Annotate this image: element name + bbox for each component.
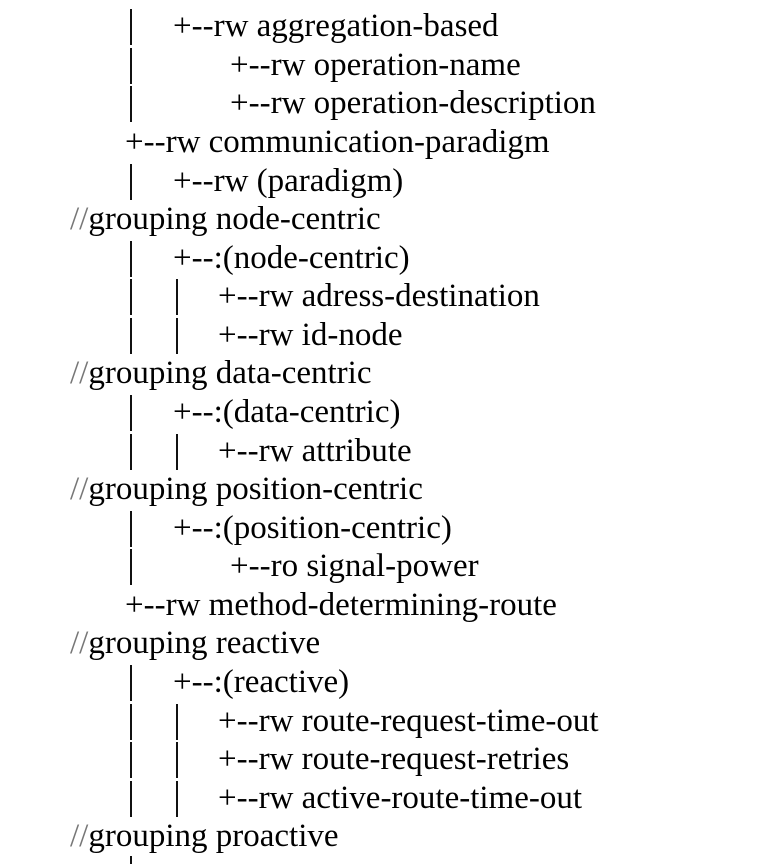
comment-prefix: // [70,625,89,661]
grouping-comment: //grouping position-centric [70,470,423,508]
tree-node: +--rw active-route-time-out [218,780,583,816]
tree-branch-line [130,704,132,740]
tree-branch-line [130,318,132,354]
tree-node: +--:(node-centric) [173,240,410,276]
tree-branch-line [130,511,132,547]
comment-prefix: // [70,201,89,237]
grouping-comment: //grouping node-centric [70,200,381,238]
tree-branch-line [130,395,132,431]
tree-node: +--:(position-centric) [173,510,452,546]
tree-node: +--:(reactive) [173,664,350,700]
tree-branch-line [130,48,132,84]
tree-branch-line [130,86,132,122]
tree-branch-line [130,781,132,817]
tree-branch-line [176,318,178,354]
comment-prefix: // [70,355,89,391]
tree-node: +--rw operation-name [230,47,521,83]
tree-node: +--ro signal-power [230,548,479,584]
tree-node: +--rw adress-destination [218,278,540,314]
tree-node: +--rw attribute [218,433,412,469]
tree-node: +--rw operation-description [230,85,596,121]
tree-branch-line [130,549,132,585]
comment-prefix: // [70,818,89,854]
tree-node: +--rw aggregation-based [173,8,499,44]
grouping-name: grouping proactive [88,818,339,854]
tree-branch-line [176,704,178,740]
tree-branch-line [176,742,178,778]
tree-node: +--rw route-request-retries [218,741,570,777]
tree-branch-line [130,241,132,277]
tree-branch-line [176,279,178,315]
grouping-comment: //grouping data-centric [70,354,371,392]
tree-node: +--rw method-determining-route [125,587,557,623]
tree-branch-line [130,856,132,864]
grouping-name: grouping position-centric [88,471,423,507]
tree-node: +--rw (paradigm) [173,163,404,199]
grouping-name: grouping node-centric [88,201,381,237]
tree-branch-line [130,279,132,315]
grouping-comment: //grouping proactive [70,817,339,855]
tree-branch-line [130,665,132,701]
tree-branch-line [130,742,132,778]
tree-branch-line [130,434,132,470]
tree-node: +--rw communication-paradigm [125,124,550,160]
tree-node: +--rw id-node [218,317,403,353]
tree-branch-line [176,781,178,817]
tree-node: +--rw route-request-time-out [218,703,599,739]
grouping-name: grouping reactive [88,625,321,661]
tree-branch-line [176,434,178,470]
tree-branch-line [130,9,132,45]
tree-branch-line [130,164,132,200]
grouping-comment: //grouping reactive [70,624,320,662]
comment-prefix: // [70,471,89,507]
tree-node: +--:(data-centric) [173,394,401,430]
grouping-name: grouping data-centric [88,355,372,391]
